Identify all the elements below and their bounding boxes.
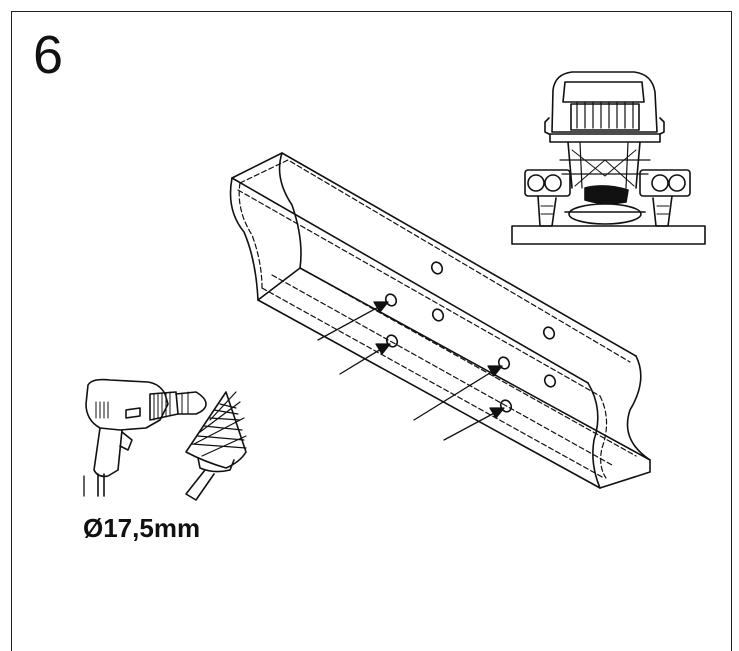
chassis-frame-rail [229,152,651,489]
truck-rear-view-icon [511,71,706,245]
step-number: 6 [33,25,64,85]
step-drill-bit-icon [185,391,247,501]
step-frame [11,11,732,651]
power-drill-icon [83,378,207,497]
drill-hole-arrow-icon [317,301,505,441]
drill-diameter-label: Ø17,5mm [83,513,201,543]
